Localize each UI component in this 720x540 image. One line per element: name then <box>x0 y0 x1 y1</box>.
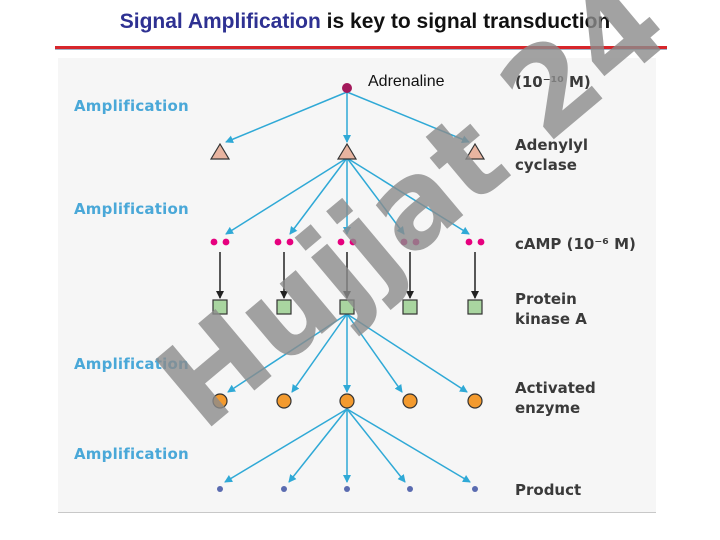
arrow-enzyme-to-product-4 <box>346 408 471 483</box>
activated-enzyme-circle <box>467 393 483 409</box>
arrow-enzyme-to-product-3 <box>346 408 406 483</box>
product-dot <box>344 486 350 492</box>
adrenaline-label: Adrenaline <box>368 73 445 90</box>
camp-dot <box>337 238 345 246</box>
arrow-cyclase-to-camp-3 <box>346 157 405 235</box>
activated-enzyme-circle <box>402 393 418 409</box>
camp-dot <box>349 238 357 246</box>
level-label-adrenaline: (10⁻¹⁰ M) <box>515 73 591 91</box>
product-dot <box>217 486 223 492</box>
arrow-pka-to-enzyme-0 <box>227 313 348 393</box>
protein-kinase-a-square <box>339 299 355 315</box>
product-dot <box>472 486 478 492</box>
product-dot <box>281 486 287 492</box>
activated-enzyme-circle <box>339 393 355 409</box>
slide-title: Signal Amplification is key to signal tr… <box>0 10 720 34</box>
protein-kinase-a-square <box>467 299 483 315</box>
watermark-text: Hujjat 24 <box>132 0 693 456</box>
title-underline <box>55 46 667 49</box>
adenylyl-cyclase-triangle <box>336 142 358 160</box>
product-dot <box>407 486 413 492</box>
protein-kinase-a-square <box>402 299 418 315</box>
amplification-label-4: Amplification <box>74 445 189 463</box>
adenylyl-cyclase-triangle <box>464 142 486 160</box>
camp-dot <box>210 238 218 246</box>
diagram-panel <box>58 58 656 512</box>
title-underline-shadow <box>55 49 667 50</box>
camp-dot <box>465 238 473 246</box>
arrow-enzyme-to-product-1 <box>288 408 348 483</box>
level-label-protein-kinase-a: Protein kinase A <box>515 290 587 328</box>
bottom-divider <box>58 512 656 513</box>
activated-enzyme-circle <box>212 393 228 409</box>
activated-enzyme-circle <box>276 393 292 409</box>
camp-dot <box>400 238 408 246</box>
protein-kinase-a-square <box>276 299 292 315</box>
amplification-label-2: Amplification <box>74 200 189 218</box>
adenylyl-cyclase-triangle <box>209 142 231 160</box>
camp-dot <box>412 238 420 246</box>
camp-dot <box>222 238 230 246</box>
arrow-adrenaline-to-cyclase-2 <box>346 91 470 144</box>
title-highlight: Signal Amplification <box>119 10 321 33</box>
protein-kinase-a-square <box>212 299 228 315</box>
title-rest: is key to signal transduction <box>326 10 611 33</box>
cascade-arrows <box>216 91 479 483</box>
level-label-camp: cAMP (10⁻⁶ M) <box>515 235 636 253</box>
arrow-pka-to-enzyme-1 <box>291 313 348 393</box>
camp-dot <box>274 238 282 246</box>
arrow-enzyme-to-product-0 <box>224 408 348 483</box>
amplification-label-1: Amplification <box>74 97 189 115</box>
arrow-pka-to-enzyme-3 <box>346 313 403 393</box>
arrow-cyclase-to-camp-4 <box>346 157 470 235</box>
arrow-cyclase-to-camp-0 <box>225 157 348 235</box>
arrow-cyclase-to-camp-1 <box>289 157 348 235</box>
adrenaline-dot <box>342 83 352 93</box>
level-label-product: Product <box>515 481 582 499</box>
camp-dot <box>477 238 485 246</box>
level-label-adenylyl-cyclase: Adenylyl cyclase <box>515 136 589 174</box>
arrow-adrenaline-to-cyclase-0 <box>225 91 348 144</box>
camp-dot <box>286 238 294 246</box>
cascade-nodes <box>209 83 486 492</box>
arrow-pka-to-enzyme-4 <box>346 313 468 393</box>
level-label-activated-enzyme: Activated enzyme <box>515 379 596 417</box>
amplification-label-3: Amplification <box>74 355 189 373</box>
